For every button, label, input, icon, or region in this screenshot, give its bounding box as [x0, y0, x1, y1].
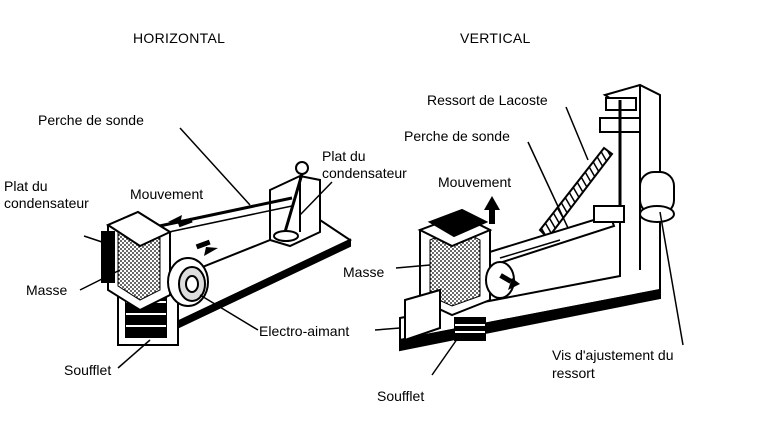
h-label-electro: Electro-aimant	[259, 323, 350, 339]
h-movement-arrows	[168, 215, 218, 256]
heading-vertical: VERTICAL	[460, 30, 531, 46]
h-boom	[149, 196, 293, 230]
leader-lines	[79, 106, 684, 376]
v-bellows	[454, 317, 486, 341]
h-label-soufflet: Soufflet	[64, 362, 112, 378]
v-adjust-cylinder	[639, 171, 675, 223]
h-label-mouvement: Mouvement	[130, 186, 204, 202]
v-label-soufflet: Soufflet	[377, 388, 425, 404]
v-label-mouvement: Mouvement	[438, 174, 512, 190]
v-capacitor-plate	[427, 208, 489, 238]
horizontal-instrument	[101, 161, 353, 346]
h-label-plat-right-1: Plat du	[322, 148, 366, 164]
heading-horizontal: HORIZONTAL	[133, 30, 226, 46]
h-label-plat-left-2: condensateur	[4, 195, 89, 211]
v-movement-arrows	[484, 196, 520, 290]
v-label-vis-1: Vis d'ajustement du	[552, 347, 674, 363]
h-label-plat-left-1: Plat du	[4, 178, 48, 194]
v-label-perche: Perche de sonde	[404, 128, 510, 144]
v-label-masse: Masse	[343, 264, 385, 280]
v-label-ressort: Ressort de Lacoste	[427, 92, 548, 108]
v-label-vis-2: ressort	[552, 365, 595, 381]
h-capacitor-plate	[101, 231, 115, 283]
h-label-masse: Masse	[26, 282, 68, 298]
h-label-plat-right-2: condensateur	[322, 165, 407, 181]
h-label-perche: Perche de sonde	[38, 112, 144, 128]
h-electromagnet	[167, 257, 209, 307]
vertical-instrument	[399, 83, 675, 352]
